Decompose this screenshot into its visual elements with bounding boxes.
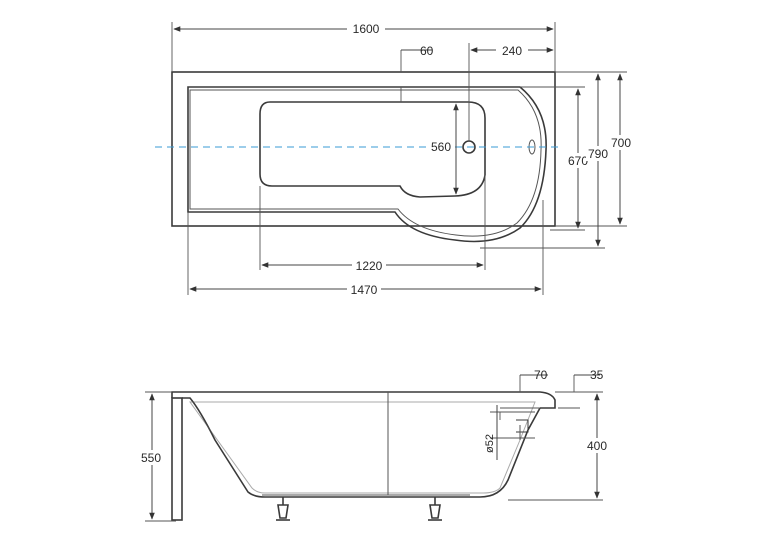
dim-inner-width: 560 — [431, 140, 451, 154]
side-view: 550 70 35 400 ø52 — [138, 368, 610, 522]
dim-rim-35: 35 — [590, 368, 604, 382]
dim-rim-70: 70 — [534, 368, 548, 382]
dim-length-total: 1600 — [353, 22, 380, 36]
dim-inner-length: 1220 — [356, 259, 383, 273]
top-view: 1600 60 240 560 670 790 700 — [155, 21, 634, 297]
tub-outer-rim — [171, 71, 556, 227]
tub-inner-shell — [187, 86, 547, 243]
dim-drain-diameter: ø52 — [484, 434, 496, 453]
tub-foot-left — [276, 497, 290, 521]
dim-width-670: 670 — [568, 154, 588, 168]
dim-height-total: 550 — [141, 451, 161, 465]
dim-width-700: 700 — [611, 136, 631, 150]
dim-height-400: 400 — [587, 439, 607, 453]
dim-inner-length-total: 1470 — [351, 283, 378, 297]
tub-foot-right — [428, 497, 442, 521]
tub-body-inner — [189, 401, 536, 494]
tub-side-rim — [171, 391, 556, 409]
tub-basin — [259, 101, 486, 198]
dim-drain-offset: 240 — [502, 44, 522, 58]
tub-apron-panel — [171, 397, 183, 521]
tub-body — [182, 397, 541, 498]
dim-width-790: 790 — [588, 147, 608, 161]
dim-offset-small: 60 — [420, 44, 434, 58]
tub-inner-shell-edge — [189, 89, 542, 237]
